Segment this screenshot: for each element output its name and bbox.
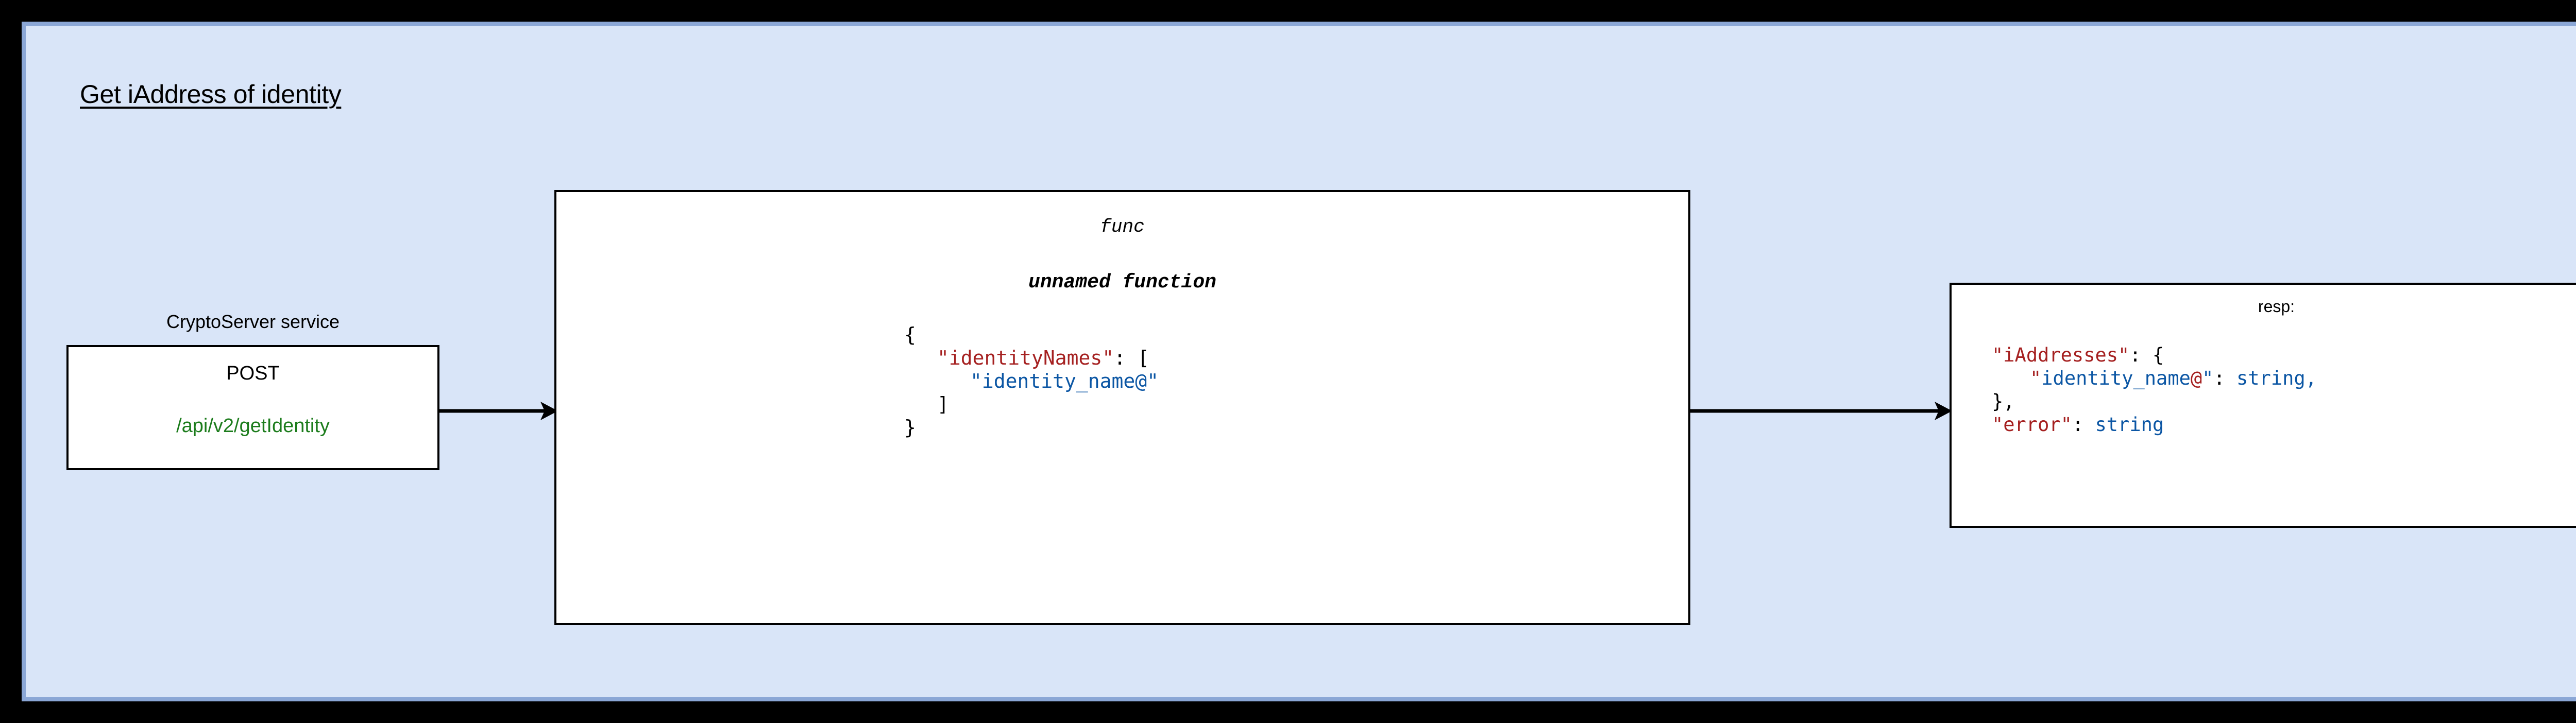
json-inner-key-close-quote: " [2202, 367, 2214, 389]
function-body-box[interactable]: func unnamed function { "identityNames":… [554, 190, 1690, 625]
json-inner-key-open-quote: " [2030, 367, 2042, 389]
response-payload-json: "iAddresses": { "identity_name@": string… [1992, 343, 2317, 436]
request-arrow-icon [439, 402, 558, 420]
json-error-colon: : [2072, 414, 2095, 436]
http-method-label: POST [226, 363, 280, 384]
json-inner-colon: : [2213, 367, 2236, 389]
response-box[interactable]: resp: "iAddresses": { "identity_name@": … [1950, 283, 2576, 528]
endpoint-path-label: /api/v2/getIdentity [176, 415, 330, 437]
json-colon-open-bracket: : [ [1114, 347, 1149, 369]
page-title: Get iAddress of identity [80, 80, 342, 109]
json-inner-key-name: identity_name [2041, 367, 2191, 389]
json-open-brace: { [904, 323, 916, 346]
request-payload-json: { "identityNames": [ "identity_name@" ] … [904, 323, 1159, 439]
function-kind-label: func [1100, 216, 1145, 237]
diagram-canvas: Get iAddress of identity CryptoServer se… [22, 22, 2576, 701]
json-inner-value-string: string [2236, 367, 2306, 389]
json-key-identitynames: "identityNames" [937, 347, 1114, 369]
response-arrow-icon [1690, 402, 1952, 420]
json-close-bracket: ] [937, 393, 949, 416]
service-label: CryptoServer service [166, 311, 340, 332]
json-close-brace: } [904, 416, 916, 439]
request-endpoint-box[interactable]: POST /api/v2/getIdentity [66, 345, 439, 470]
json-iaddresses-punct: : { [2129, 344, 2164, 366]
response-label: resp: [2258, 297, 2295, 316]
json-inner-comma: , [2305, 367, 2317, 389]
json-key-error: "error" [1992, 414, 2072, 436]
json-value-identity-name: "identity_name@" [970, 370, 1159, 392]
json-error-value-string: string [2095, 414, 2164, 436]
function-name-label: unnamed function [1028, 271, 1216, 294]
json-key-iaddresses: "iAddresses" [1992, 344, 2130, 366]
json-close-brace-comma: }, [1992, 390, 2015, 412]
json-inner-key-at: @ [2190, 367, 2202, 389]
